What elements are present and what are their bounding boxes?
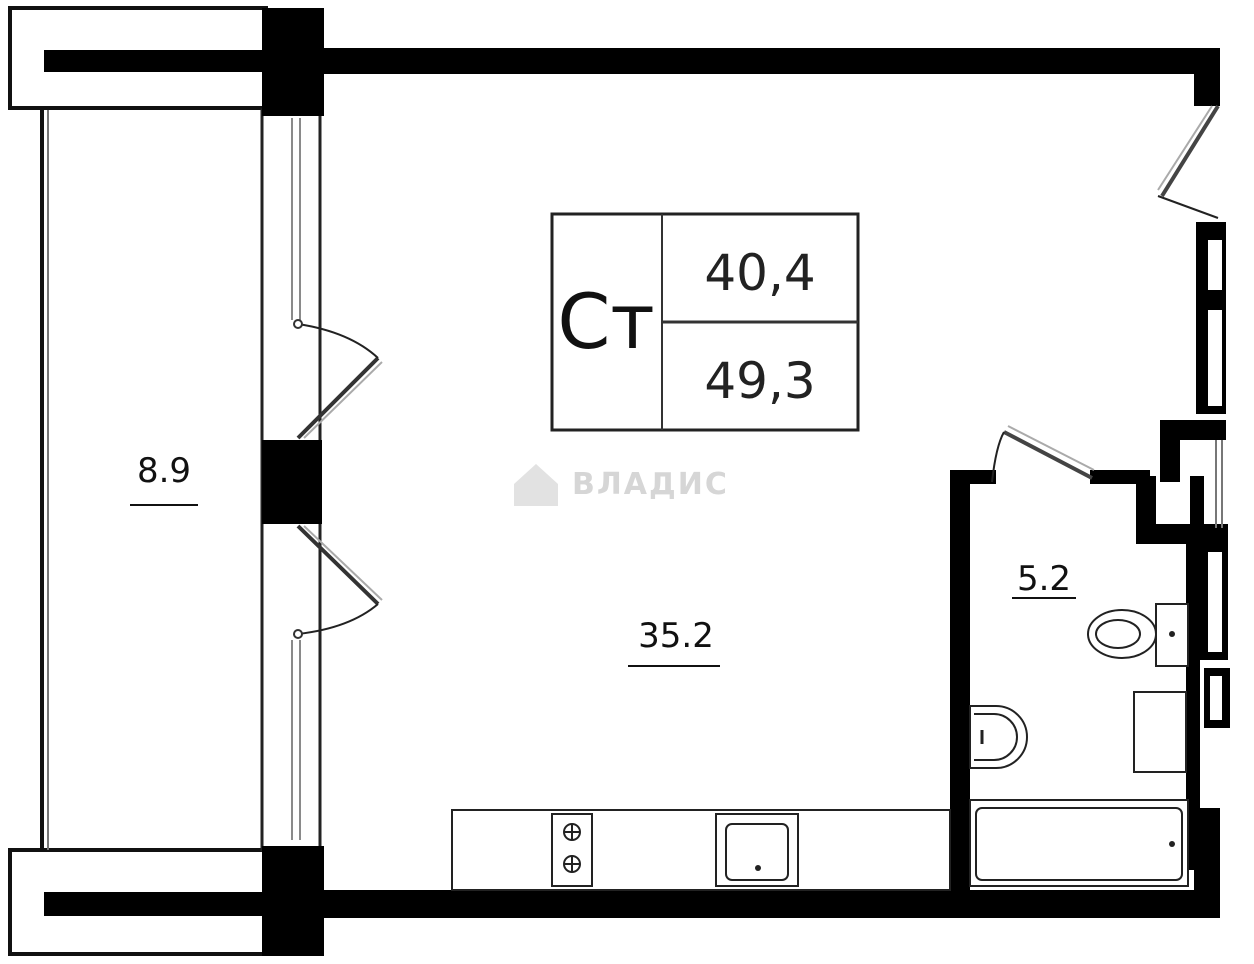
badge-living-area: 40,4: [704, 244, 815, 302]
bathroom-wall-left: [950, 470, 970, 910]
kitchen-counter: [451, 809, 951, 891]
apartment-badge: Ст 40,4 49,3: [550, 212, 860, 432]
badge-total-area: 49,3: [704, 352, 815, 410]
balcony: 8.9: [8, 6, 268, 956]
bathroom-area-label: 5.2: [1017, 559, 1071, 599]
bathroom-door: [991, 425, 1095, 483]
glazing-pier: [262, 440, 322, 524]
toilet: [1087, 603, 1189, 667]
glazed-wall: [260, 108, 383, 852]
walls: [262, 8, 1230, 956]
balcony-area-label: 8.9: [137, 451, 191, 491]
bathroom-fixtures: 5.2: [969, 559, 1189, 887]
stepped-shaft: [1160, 420, 1226, 482]
balcony-door-lower: [293, 524, 383, 639]
washbasin: [969, 705, 1028, 769]
balcony-bottom-bar: [44, 892, 266, 916]
washing-machine: [1133, 691, 1187, 773]
balcony-door-upper: [293, 319, 383, 440]
watermark: ВЛАДИС: [514, 464, 729, 506]
watermark-text: ВЛАДИС: [572, 467, 729, 502]
main-room-area-label: 35.2: [638, 616, 714, 656]
badge-type-label: Ст: [557, 277, 654, 366]
bathtub: [969, 799, 1189, 887]
cooktop: [551, 813, 593, 887]
kitchen-sink: [715, 813, 799, 887]
balcony-top-bar: [44, 50, 266, 72]
house-icon: [514, 464, 558, 506]
entrance-door: [1157, 104, 1220, 219]
